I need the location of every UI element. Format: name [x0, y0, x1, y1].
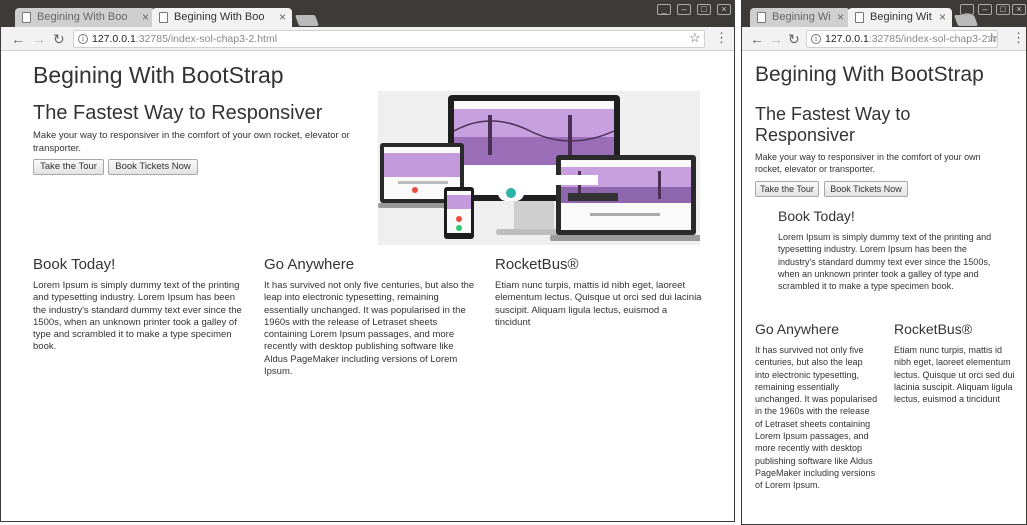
tab-active[interactable]: Begining With Boo × — [152, 8, 292, 27]
window-restore-icon[interactable]: – — [978, 4, 992, 15]
bookmark-star-icon[interactable]: ☆ — [986, 30, 998, 45]
hero-lead: Make your way to responsiver in the comf… — [33, 130, 350, 154]
close-tab-icon[interactable]: × — [278, 10, 286, 24]
forward-icon[interactable]: → — [32, 31, 46, 47]
book-tickets-button[interactable]: Book Tickets Now — [108, 159, 198, 175]
tab-inactive[interactable]: Begining With Boo × — [15, 8, 155, 27]
browser-toolbar: ← → ↻ i 127.0.0.1:32785/index-sol-chap3-… — [1, 27, 734, 51]
document-icon — [22, 12, 31, 23]
window-close-icon[interactable]: × — [717, 4, 731, 15]
document-icon — [159, 12, 168, 23]
column-heading: Book Today! — [33, 256, 116, 273]
close-tab-icon[interactable]: × — [938, 10, 946, 24]
browser-window-narrow: Begining Wi × Begining Wit × _ – □ × ← →… — [741, 0, 1027, 525]
tab-title: Begining With Boo — [174, 11, 265, 23]
new-tab-button[interactable] — [294, 15, 320, 26]
back-icon[interactable]: ← — [750, 31, 764, 47]
bookmark-star-icon[interactable]: ☆ — [689, 30, 701, 45]
window-minimize-icon[interactable]: _ — [960, 4, 974, 15]
book-tickets-button[interactable]: Book Tickets Now — [824, 181, 908, 197]
column-text: It has survived not only five centuries,… — [264, 280, 475, 378]
close-tab-icon[interactable]: × — [836, 10, 844, 24]
title-bar: Begining Wi × Begining Wit × _ – □ × — [742, 1, 1026, 27]
browser-window-wide: Begining With Boo × Begining With Boo × … — [0, 0, 735, 522]
back-icon[interactable]: ← — [11, 31, 25, 47]
site-title: Begining With BootStrap — [33, 62, 284, 88]
column-heading: RocketBus® — [495, 256, 579, 273]
column-heading: Book Today! — [778, 208, 855, 224]
tab-inactive[interactable]: Begining Wi × — [750, 8, 850, 27]
forward-icon[interactable]: → — [769, 31, 783, 47]
document-icon — [757, 12, 766, 23]
window-restore-icon[interactable]: – — [677, 4, 691, 15]
info-icon[interactable]: i — [78, 34, 88, 44]
kebab-menu-icon[interactable]: ⋮ — [715, 30, 728, 45]
reload-icon[interactable]: ↻ — [788, 31, 800, 47]
take-tour-button[interactable]: Take the Tour — [33, 159, 104, 175]
column-heading: RocketBus® — [894, 321, 973, 337]
site-title: Begining With BootStrap — [755, 63, 984, 86]
url-host: 127.0.0.1 — [825, 33, 869, 45]
page-viewport: Begining With BootStrap The Fastest Way … — [742, 51, 1026, 524]
column-heading: Go Anywhere — [755, 321, 840, 337]
window-maximize-icon[interactable]: □ — [697, 4, 711, 15]
url-path: :32785/index-sol-chap3-2.html — [135, 33, 278, 45]
window-maximize-icon[interactable]: □ — [996, 4, 1010, 15]
window-minimize-icon[interactable]: _ — [657, 4, 671, 15]
devices-mockup-illustration — [378, 91, 700, 245]
url-path: :32785/index-sol-chap3-2.htr — [868, 33, 998, 45]
reload-icon[interactable]: ↻ — [53, 31, 65, 47]
close-tab-icon[interactable]: × — [141, 10, 149, 24]
tab-active[interactable]: Begining Wit × — [848, 8, 952, 27]
hero-heading: The Fastest Way to Responsiver — [755, 104, 911, 145]
column-text: Etiam nunc turpis, mattis id nibh eget, … — [894, 345, 1015, 405]
page-viewport: Begining With BootStrap The Fastest Way … — [1, 51, 734, 521]
address-bar[interactable]: i 127.0.0.1:32785/index-sol-chap3-2.html — [73, 30, 705, 48]
hero-lead: Make your way to responsiver in the comf… — [755, 152, 981, 174]
title-bar: Begining With Boo × Begining With Boo × … — [1, 1, 734, 27]
column-text: Etiam nunc turpis, mattis id nibh eget, … — [495, 280, 702, 328]
new-tab-button[interactable] — [953, 15, 979, 26]
info-icon[interactable]: i — [811, 34, 821, 44]
column-text: It has survived not only five centuries,… — [755, 345, 878, 491]
tab-title: Begining Wit — [870, 11, 932, 23]
address-bar[interactable]: i 127.0.0.1:32785/index-sol-chap3-2.htr — [806, 30, 998, 48]
kebab-menu-icon[interactable]: ⋮ — [1012, 30, 1025, 45]
column-heading: Go Anywhere — [264, 256, 355, 273]
window-close-icon[interactable]: × — [1012, 4, 1026, 15]
column-text: Lorem Ipsum is simply dummy text of the … — [778, 232, 992, 292]
column-text: Lorem Ipsum is simply dummy text of the … — [33, 280, 242, 353]
hero-heading: The Fastest Way to Responsiver — [33, 102, 323, 124]
document-icon — [855, 12, 864, 23]
take-tour-button[interactable]: Take the Tour — [755, 181, 819, 197]
tab-title: Begining With Boo — [37, 11, 128, 23]
hero-devices-image — [378, 91, 700, 245]
browser-toolbar: ← → ↻ i 127.0.0.1:32785/index-sol-chap3-… — [742, 27, 1026, 51]
tab-title: Begining Wi — [772, 11, 831, 23]
url-host: 127.0.0.1 — [92, 33, 136, 45]
